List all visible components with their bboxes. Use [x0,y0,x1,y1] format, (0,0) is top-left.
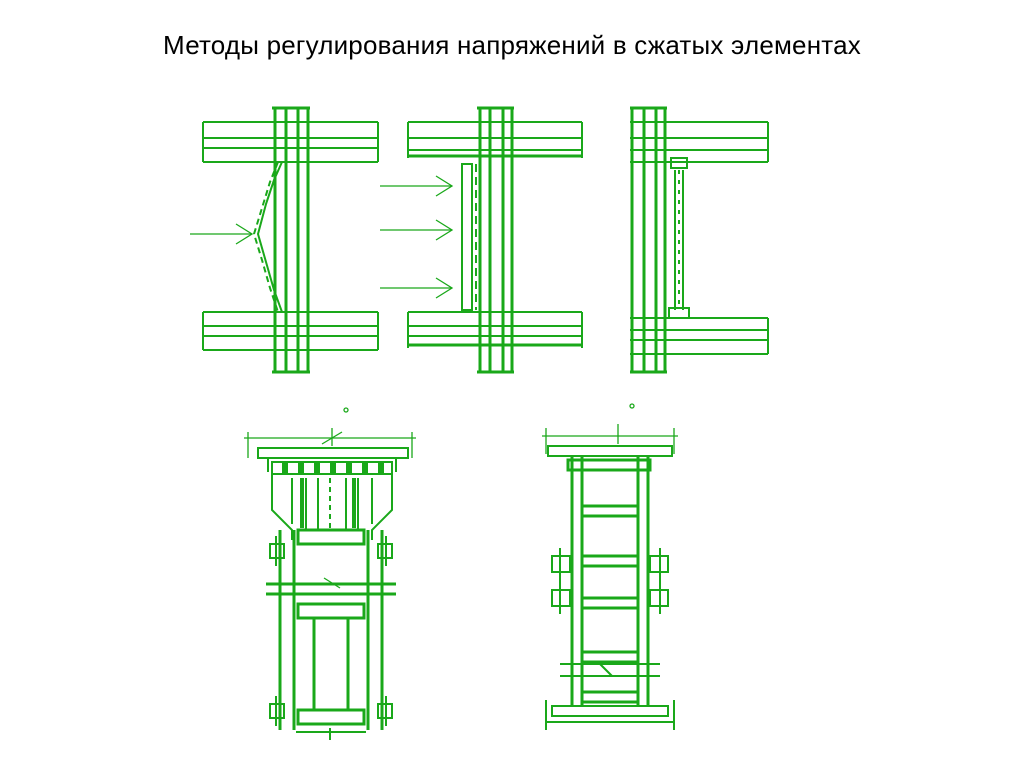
slide-title: Методы регулирования напряжений в сжатых… [163,30,861,60]
figure-b-bottom-beam [407,311,583,348]
figure-d-tapered-head [271,474,393,540]
figure-c-jack-strut [630,106,769,374]
figure-a-bowed-strut [252,161,283,313]
figure-a-bottom-beam [202,311,379,351]
figure-e-laced-column [542,403,678,730]
figure-d-stiffeners [300,478,356,528]
figure-a-column [272,106,310,374]
figure-d-cross-mark [323,577,341,589]
figure-e-jack-clamps [551,548,669,614]
figure-c-bottom-beam [630,317,769,355]
figure-e-dimension-line [542,403,678,454]
figure-a-force-arrow [190,223,254,245]
figure-c-column [630,106,667,374]
figure-d-column-body [278,528,384,730]
figure-d-cross-plate [266,582,396,596]
figure-a-buckled-strut [190,106,379,374]
figure-c-top-beam [630,121,769,163]
figure-d-dimension-line [244,407,416,458]
figure-b-column [477,106,514,374]
figure-e-cap-plate [547,445,673,457]
figure-b-force-arrows [380,175,454,299]
figure-d-side-bolts [269,536,393,726]
figure-b-top-beam [407,121,583,158]
figure-a-top-beam [202,121,379,163]
figure-e-chords [570,456,650,706]
figure-b-jack-plate [461,163,477,311]
figure-e-batten-plates [566,458,652,704]
figure-e-lower-band [560,663,660,677]
figure-d-base [296,728,366,740]
figure-e-base [545,700,675,730]
figure-b-straightened-strut [380,106,583,374]
figure-d-column-jack-assembly [244,407,416,740]
figure-c-jack [668,157,690,319]
figure-d-bolt-heads [282,462,384,474]
